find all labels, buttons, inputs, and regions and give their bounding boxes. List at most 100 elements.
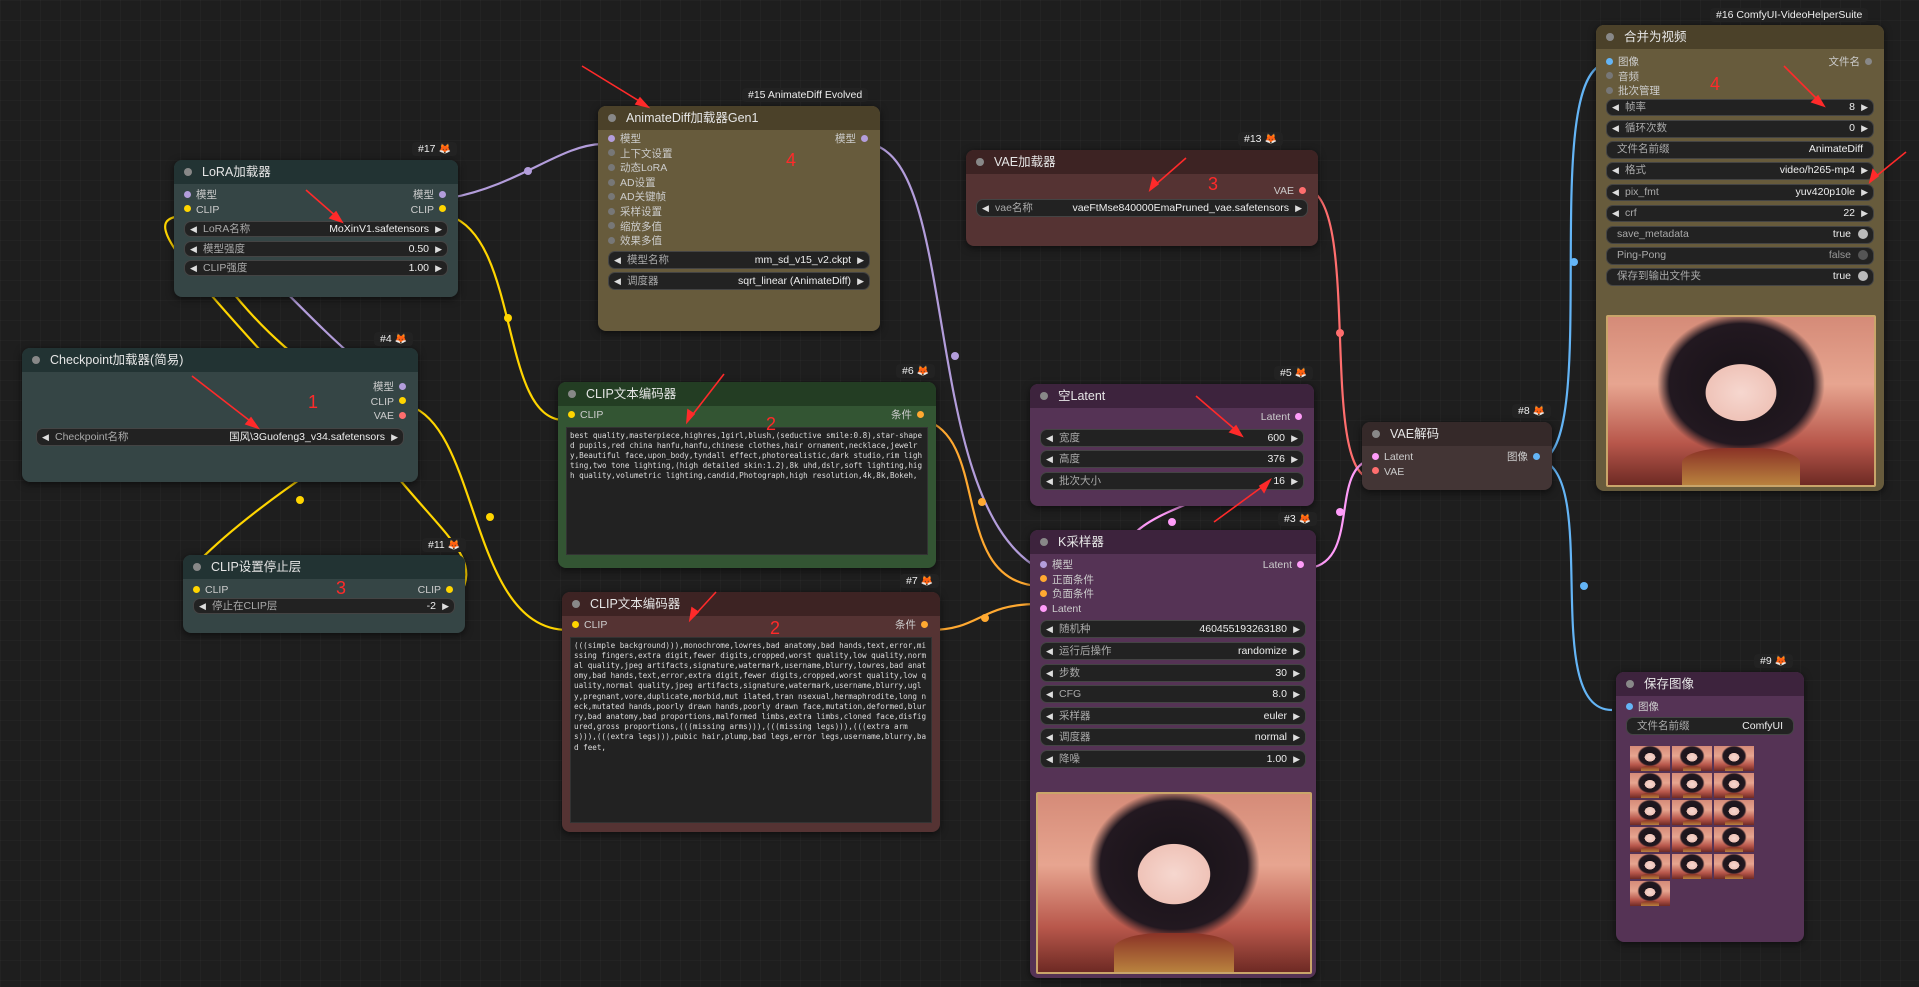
thumbnail-image[interactable] <box>1672 854 1712 879</box>
input-slot-ad-settings[interactable]: AD设置 <box>598 176 880 191</box>
output-slot-clip[interactable]: CLIP <box>22 395 418 410</box>
output-slot-model[interactable]: 模型 <box>22 380 418 395</box>
node-title-bar[interactable]: 保存图像 <box>1616 672 1804 696</box>
thumbnail-image[interactable] <box>1630 854 1670 879</box>
collapse-dot-icon[interactable] <box>1040 392 1048 400</box>
node-title-bar[interactable]: AnimateDiff加载器Gen1 <box>598 106 880 130</box>
node-title-bar[interactable]: 空Latent <box>1030 384 1314 408</box>
collapse-dot-icon[interactable] <box>184 168 192 176</box>
video-preview[interactable] <box>1606 315 1876 487</box>
checkpoint-loader-node[interactable]: Checkpoint加载器(简易) 模型 CLIP VAE ◀Checkpoin… <box>22 348 418 482</box>
node-title-bar[interactable]: VAE加载器 <box>966 150 1318 174</box>
input-slot-images[interactable]: 图像 <box>1616 700 1804 715</box>
collapse-dot-icon[interactable] <box>1372 430 1380 438</box>
node-title-bar[interactable]: CLIP文本编码器 <box>562 592 940 616</box>
thumbnail-image[interactable] <box>1672 773 1712 798</box>
collapse-dot-icon[interactable] <box>1040 538 1048 546</box>
node-title-bar[interactable]: CLIP设置停止层 <box>183 555 465 579</box>
output-slot-latent[interactable]: Latent <box>1030 410 1314 425</box>
thumbnail-image[interactable] <box>1672 827 1712 852</box>
input-slot-effect-multival[interactable]: 效果多值 <box>598 234 880 249</box>
input-slot-positive[interactable]: 正面条件 <box>1030 573 1316 588</box>
node-title-bar[interactable]: CLIP文本编码器 <box>558 382 936 406</box>
collapse-dot-icon[interactable] <box>1606 33 1614 41</box>
thumbnail-image[interactable] <box>1672 800 1712 825</box>
ksampler-preview-image[interactable] <box>1036 792 1312 974</box>
input-slot-audio[interactable]: 音频 <box>1596 70 1884 85</box>
thumbnail-image[interactable] <box>1630 773 1670 798</box>
thumbnail-image[interactable] <box>1672 746 1712 771</box>
node-title-bar[interactable]: VAE解码 <box>1362 422 1552 446</box>
collapse-dot-icon[interactable] <box>572 600 580 608</box>
thumbnail-image[interactable] <box>1630 827 1670 852</box>
left-arrow-icon[interactable]: ◀ <box>42 431 49 442</box>
stop-at-clip-layer-number[interactable]: ◀停止在CLIP层-2▶ <box>193 597 455 614</box>
input-slot-batch-manager[interactable]: 批次管理 <box>1596 84 1884 99</box>
collapse-dot-icon[interactable] <box>608 114 616 122</box>
thumbnail-image[interactable] <box>1714 800 1754 825</box>
input-slot-sample-settings[interactable]: 采样设置 <box>598 205 880 220</box>
input-slot-vae[interactable]: VAE <box>1362 465 1552 480</box>
collapse-dot-icon[interactable] <box>193 563 201 571</box>
thumbnail-image[interactable] <box>1630 881 1670 906</box>
toggle-knob-icon[interactable] <box>1858 271 1868 282</box>
right-arrow-icon[interactable]: ▶ <box>391 431 398 442</box>
input-slot-latent[interactable]: Latent <box>1030 602 1316 617</box>
input-slot-motion-lora[interactable]: 动态LoRA <box>598 161 880 176</box>
thumbnail-image[interactable] <box>1630 800 1670 825</box>
collapse-dot-icon[interactable] <box>1626 680 1634 688</box>
slot-row-model[interactable]: 模型模型 <box>598 132 880 147</box>
collapse-dot-icon[interactable] <box>976 158 984 166</box>
toggle-knob-icon[interactable] <box>1858 250 1868 261</box>
collapse-dot-icon[interactable] <box>32 356 40 364</box>
positive-prompt-textarea[interactable]: best quality,masterpiece,highres,1girl,b… <box>566 426 928 555</box>
slot-row-images[interactable]: 图像文件名 <box>1596 55 1884 70</box>
node-title-bar[interactable]: Checkpoint加载器(简易) <box>22 348 418 372</box>
thumbnail-image[interactable] <box>1714 827 1754 852</box>
collapse-dot-icon[interactable] <box>568 390 576 398</box>
checkpoint-name-combo[interactable]: ◀Checkpoint名称国风\3Guofeng3_v34.safetensor… <box>36 427 404 446</box>
node-title-bar[interactable]: 合并为视频 <box>1596 25 1884 49</box>
node-title-bar[interactable]: K采样器 <box>1030 530 1316 554</box>
thumbnail-image[interactable] <box>1714 854 1754 879</box>
output-slot-vae[interactable]: VAE <box>22 409 418 424</box>
input-slot-scale-multival[interactable]: 缩放多值 <box>598 220 880 235</box>
